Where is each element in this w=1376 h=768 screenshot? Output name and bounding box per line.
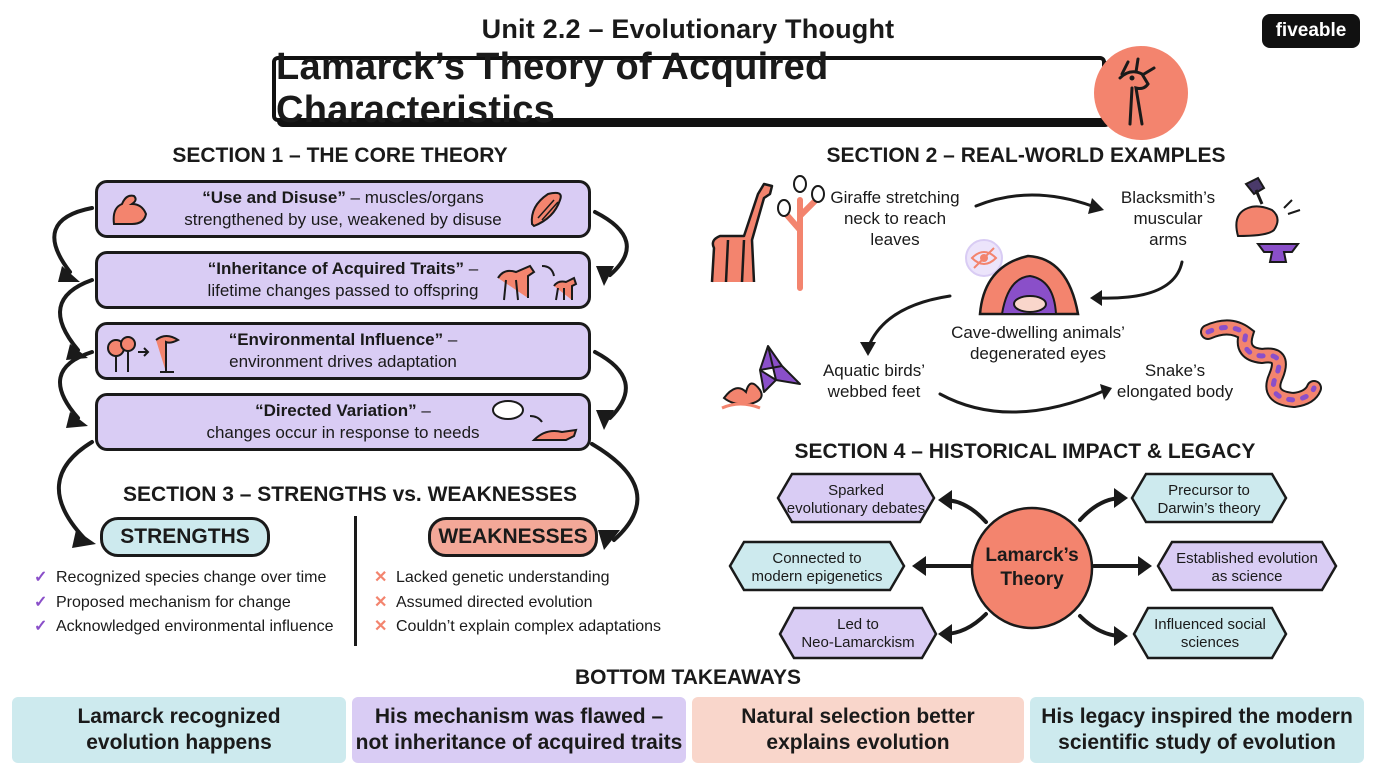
legacy-item-darwin: Precursor to Darwin’s theory [1157,482,1261,517]
list-item: ✕ Assumed directed evolution [374,591,684,616]
flexed-arm-icon [112,194,148,225]
weakness-text: Couldn’t explain complex adaptations [396,618,662,635]
weakness-text: Lacked genetic understanding [396,569,610,586]
core-term: “Use and Disuse” [202,188,346,207]
title-box: Lamarck’s Theory of Acquired Characteris… [272,46,1106,131]
takeaways-heading: BOTTOM TAKEAWAYS [575,666,801,689]
thought-rat-icon [492,400,578,441]
core-term: “Environmental Influence” [228,330,444,349]
list-item: ✕ Couldn’t explain complex adaptations [374,615,684,640]
legacy-item-neo-lamarckism: Led to Neo-Lamarckism [801,616,915,651]
takeaway-4: His legacy inspired the modern scientifi… [1030,697,1364,763]
trees-icon [107,335,180,373]
weakness-text: Assumed directed evolution [396,593,593,611]
horse-foal-icon [497,264,578,301]
core-desc: changes occur in response to needs [206,423,480,442]
core-dash: – [464,259,479,278]
takeaway-1: Lamarck recognized evolution happens [12,697,346,763]
fiveable-logo: fiveable [1262,14,1360,48]
example-birds: Aquatic birds’ webbed feet [822,361,926,401]
cave-icon [965,239,1080,316]
check-icon: ✓ [34,618,48,635]
list-item: ✓ Acknowledged environmental influence [34,615,354,640]
legacy-item-science: Established evolution as science [1176,550,1318,585]
core-dash: – [416,401,431,420]
cross-icon: ✕ [374,593,388,611]
list-item: ✓ Proposed mechanism for change [34,591,354,616]
core-desc: environment drives adaptation [229,352,457,371]
giraffe-tree-icon [710,175,825,291]
core-dash: – [443,330,458,349]
section3-heading: SECTION 3 – STRENGTHS vs. WEAKNESSES [123,483,577,506]
section1-heading: SECTION 1 – THE CORE THEORY [172,144,508,167]
blacksmith-icon [1235,176,1301,263]
takeaway-3: Natural selection better explains evolut… [692,697,1024,763]
unit-label: Unit 2.2 – Evolutionary Thought [481,14,895,44]
page-title: Lamarck’s Theory of Acquired Characteris… [276,46,829,131]
check-icon: ✓ [34,569,48,586]
strength-text: Recognized species change over time [56,569,327,586]
legacy-item-debates: Sparked evolutionary debates [786,482,926,517]
legacy-item-epigenetics: Connected to modern epigenetics [751,550,883,585]
giraffe-icon [1092,44,1190,142]
section4-heading: SECTION 4 – HISTORICAL IMPACT & LEGACY [794,440,1256,463]
list-item: ✓ Recognized species change over time [34,566,354,591]
section3-divider [354,516,357,646]
webbed-foot-icon [721,345,801,410]
example-cave: Cave-dwelling animals’ degenerated eyes [951,323,1125,363]
example-snake: Snake’s elongated body [1116,361,1234,401]
example-giraffe: Giraffe stretching neck to reach leaves [830,188,960,249]
takeaway-2: His mechanism was flawed – not inheritan… [352,697,686,763]
strengths-pill: STRENGTHS [100,517,270,557]
core-term: “Inheritance of Acquired Traits” [207,259,465,278]
check-icon: ✓ [34,593,48,611]
core-desc: strengthened by use, weakened by disuse [184,210,502,229]
core-box-inheritance: “Inheritance of Acquired Traits” – lifet… [95,251,591,309]
muscle-icon [530,191,562,228]
strength-text: Proposed mechanism for change [56,593,291,611]
list-item: ✕ Lacked genetic understanding [374,566,684,591]
cross-icon: ✕ [374,569,388,586]
core-dash: – muscles/organs [345,188,484,207]
strength-text: Acknowledged environmental influence [56,618,334,635]
snake-icon [1200,319,1322,409]
weaknesses-pill: WEAKNESSES [428,517,598,557]
strengths-list: ✓ Recognized species change over time ✓ Pr… [34,566,354,640]
legacy-center: Lamarck’s Theory [985,545,1079,590]
section2-heading: SECTION 2 – REAL-WORLD EXAMPLES [826,144,1226,167]
weaknesses-list: ✕ Lacked genetic understanding ✕ Assumed d… [374,566,684,640]
example-blacksmith: Blacksmith’s muscular arms [1120,188,1216,249]
core-desc: lifetime changes passed to offspring [207,281,479,300]
core-term: “Directed Variation” [255,401,417,420]
cross-icon: ✕ [374,618,388,635]
core-box-use-disuse: “Use and Disuse” – muscles/organs streng… [95,180,591,238]
core-box-environment: “Environmental Influence” – environment … [95,322,591,380]
legacy-item-social-sciences: Influenced social sciences [1154,616,1266,651]
